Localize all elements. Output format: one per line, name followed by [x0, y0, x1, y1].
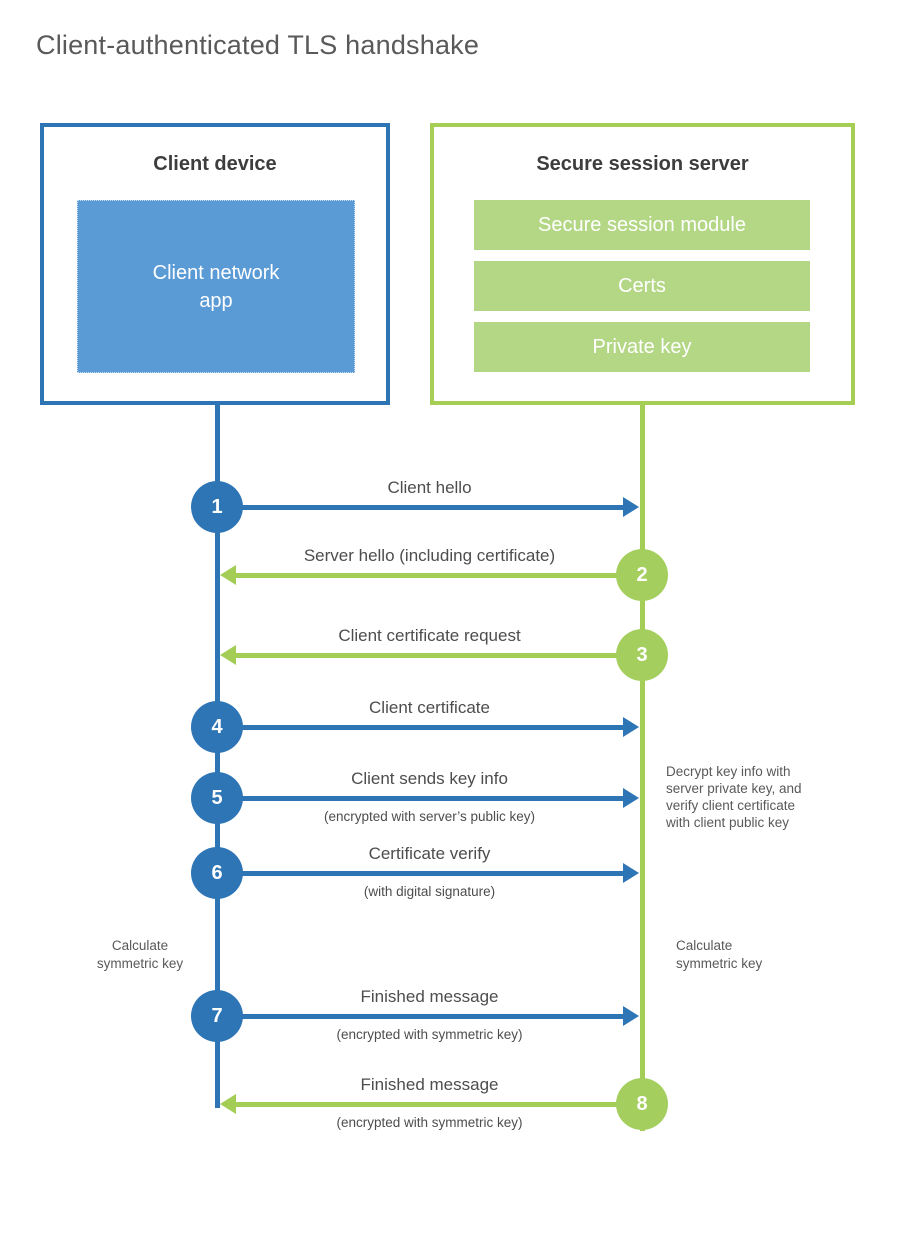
- calculate-symmetric-key-note-server: Calculate symmetric key: [676, 938, 763, 971]
- calculate-symmetric-key-note-client: Calculate symmetric key: [96, 938, 184, 971]
- arrow-shaft: [236, 573, 642, 578]
- arrowhead-right-icon: [623, 1006, 639, 1026]
- message-label: Finished message: [360, 1075, 499, 1094]
- arrowhead-left-icon: [220, 565, 236, 585]
- step-badge: 6: [191, 847, 243, 899]
- client-network-app-box: Client network app: [77, 200, 355, 373]
- client-device-box: Client device Client network app: [40, 123, 390, 405]
- step-badge: 7: [191, 990, 243, 1042]
- client-device-heading: Client device: [153, 153, 277, 175]
- arrowhead-right-icon: [623, 863, 639, 883]
- step-badge: 8: [616, 1078, 668, 1130]
- arrow-shaft: [236, 653, 642, 658]
- arrowhead-right-icon: [623, 497, 639, 517]
- message-sublabel: (encrypted with symmetric key): [336, 1115, 523, 1130]
- secure-session-module-bar: Secure session module: [474, 200, 810, 250]
- arrow-shaft: [217, 796, 623, 801]
- arrow-shaft: [236, 1102, 642, 1107]
- step-badge: 4: [191, 701, 243, 753]
- message-sublabel: (encrypted with symmetric key): [336, 1027, 523, 1042]
- arrowhead-right-icon: [623, 717, 639, 737]
- message-label: Server hello (including certificate): [303, 546, 556, 565]
- message-label: Certificate verify: [368, 844, 491, 863]
- message-label: Client sends key info: [351, 769, 508, 788]
- message-sublabel: (with digital signature): [363, 884, 496, 899]
- step-badge: 3: [616, 629, 668, 681]
- arrow-shaft: [217, 1014, 623, 1019]
- page-title: Client-authenticated TLS handshake: [36, 30, 480, 60]
- message-label: Client certificate: [369, 698, 490, 717]
- message-sublabel: (encrypted with server’s public key): [323, 809, 536, 824]
- arrowhead-left-icon: [220, 1094, 236, 1114]
- secure-session-server-heading: Secure session server: [536, 153, 749, 175]
- arrow-shaft: [217, 725, 623, 730]
- step-badge: 5: [191, 772, 243, 824]
- message-label: Finished message: [360, 987, 499, 1006]
- certs-bar: Certs: [474, 261, 810, 311]
- server-lifeline: [640, 405, 645, 1131]
- arrowhead-right-icon: [623, 788, 639, 808]
- step-badge: 1: [191, 481, 243, 533]
- secure-session-server-box: Secure session server Secure session mod…: [430, 123, 855, 405]
- decrypt-key-note: Decrypt key info with server private key…: [666, 764, 802, 830]
- message-label: Client certificate request: [338, 626, 521, 645]
- arrow-shaft: [217, 871, 623, 876]
- message-label: Client hello: [387, 478, 472, 497]
- step-badge: 2: [616, 549, 668, 601]
- private-key-bar: Private key: [474, 322, 810, 372]
- arrowhead-left-icon: [220, 645, 236, 665]
- client-lifeline: [215, 405, 220, 1108]
- arrow-shaft: [217, 505, 623, 510]
